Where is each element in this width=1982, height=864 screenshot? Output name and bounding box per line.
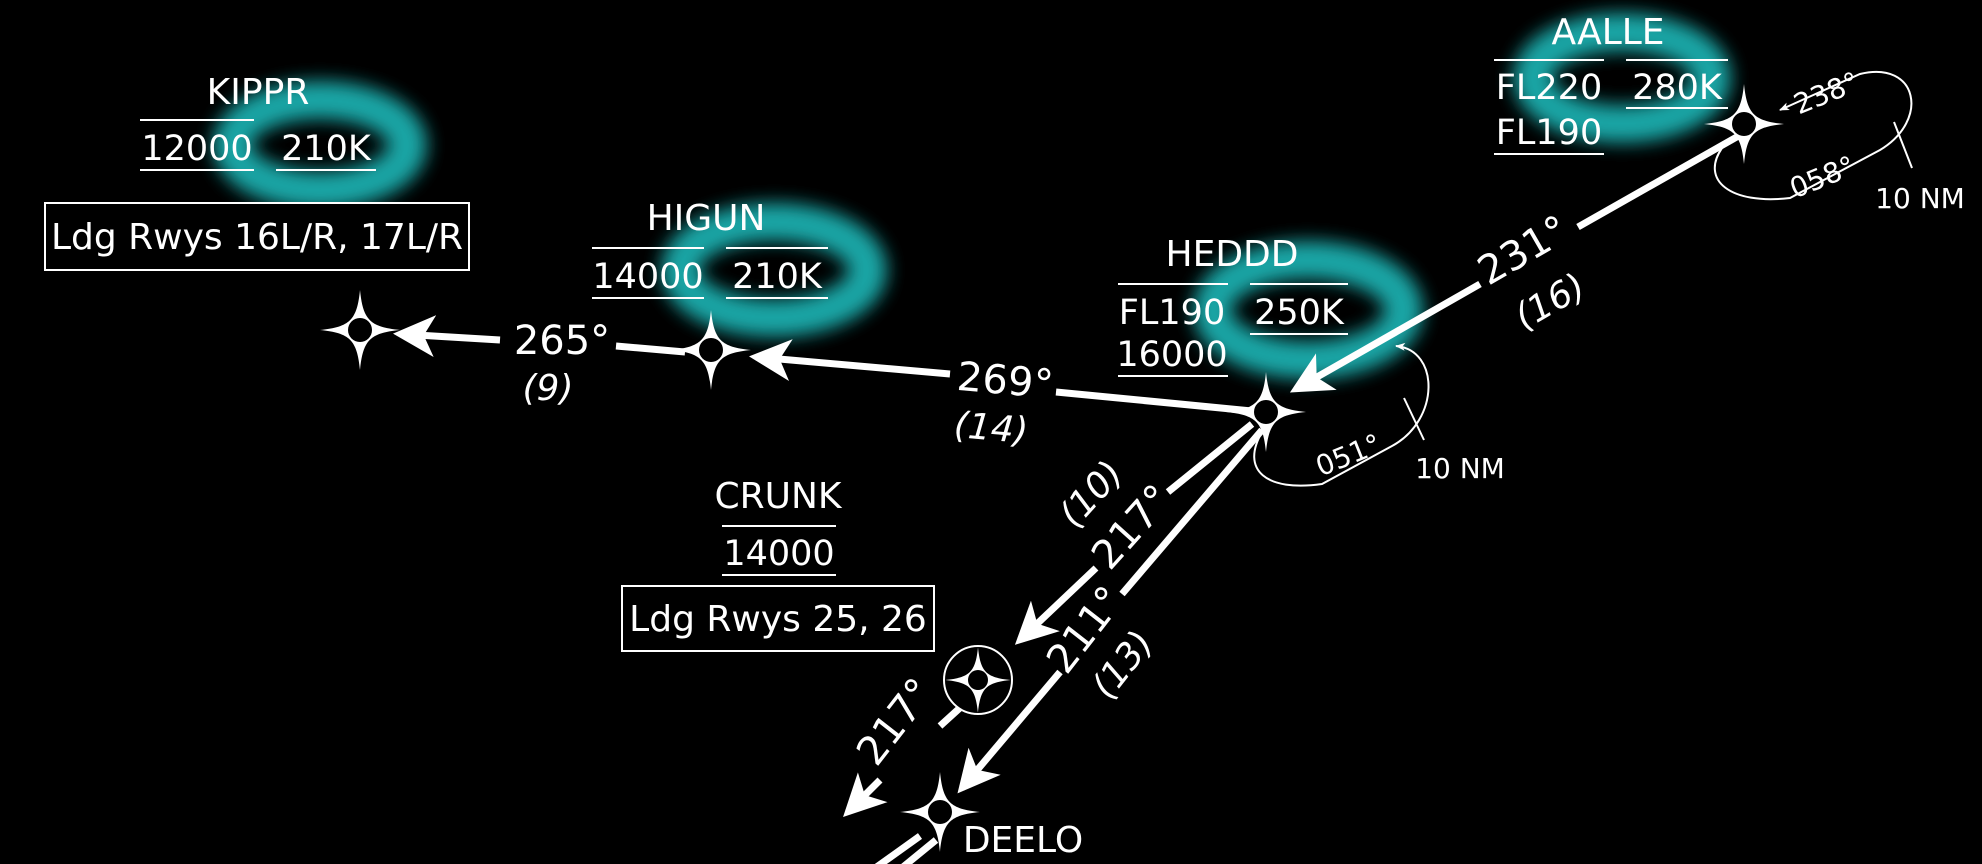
leg-higun-kippr-b [393,315,501,358]
hold-aalle-leg-length: 10 NM [1875,182,1965,215]
leg-crunk-out-a [937,703,965,729]
hold-aalle-outbound: 058° [1785,149,1860,205]
leg-heddd-higun-course: 269° [955,354,1055,408]
leg-aalle-heddd-b [1289,280,1482,393]
leg-higun-kippr-a [615,342,686,356]
waypoint-deelo-icon[interactable] [900,772,980,852]
waypoint-crunk-icon[interactable] [943,645,1013,715]
crunk-runway-box [621,585,935,652]
route-legs [393,130,1744,864]
hold-heddd [1253,342,1430,487]
leg-heddd-higun-distance: (14) [952,405,1029,452]
leg-heddd-higun-b [749,339,951,381]
hold-heddd-leg-tick [1403,397,1425,441]
leg-deelo-out [874,833,923,864]
waypoint-higun-icon[interactable] [671,310,751,390]
aalle-name: AALLE [1551,12,1664,53]
kippr-runway-note: Ldg Rwys 16L/R, 17L/R [51,217,463,258]
leg-heddd-deelo-b [957,669,1063,794]
leg-heddd-higun-a [1055,388,1263,416]
kippr-speed: 210K [281,129,372,169]
hold-aalle [1713,71,1913,201]
heddd-alt-bottom: 16000 [1116,335,1227,375]
hold-aalle-leg-tick [1893,121,1913,169]
kippr-name: KIPPR [207,72,310,113]
leg-higun-kippr-distance: (9) [523,368,574,409]
hold-aalle-inbound: 238° [1789,65,1864,121]
crunk-name: CRUNK [714,476,842,517]
leg-crunk-out-course: 217° [848,670,944,774]
kippr-alt: 12000 [141,129,252,169]
highlight-ring-higun [661,203,887,337]
waypoint-kippr-icon[interactable] [320,290,400,370]
leg-heddd-deelo-a [1119,427,1265,597]
heddd-alt-top: FL190 [1119,293,1225,333]
crunk-alt: 14000 [723,534,834,574]
heddd-speed: 250K [1254,293,1345,333]
hold-heddd-outline [1253,342,1430,487]
highlight-ring-kippr [213,81,427,209]
higun-name: HIGUN [647,198,766,239]
hold-aalle-outline [1713,71,1913,201]
leg-heddd-crunk-a [1165,421,1255,495]
leg-heddd-crunk-b [1014,565,1099,645]
waypoint-heddd-icon[interactable] [1226,372,1306,452]
leg-aalle-heddd-a [1576,130,1744,231]
higun-speed: 210K [732,257,823,297]
crunk-runway-note: Ldg Rwys 25, 26 [629,599,927,640]
leg-higun-kippr-course: 265° [514,318,610,364]
kippr-runway-box [44,202,470,271]
hold-heddd-outbound: 051° [1311,427,1386,483]
aalle-alt-top: FL220 [1496,68,1602,108]
aalle-speed: 280K [1632,68,1723,108]
deelo-name: DEELO [963,820,1083,861]
waypoint-aalle-icon[interactable] [1704,84,1784,164]
highlight-layer [213,13,1731,379]
leg-deelo-out-2 [901,837,939,864]
highlight-ring-aalle [1513,13,1731,143]
aalle-alt-bottom: FL190 [1496,113,1602,153]
leg-crunk-out-b [843,772,888,817]
higun-alt: 14000 [592,257,703,297]
heddd-name: HEDDD [1166,234,1299,275]
hold-heddd-leg-length: 10 NM [1415,452,1505,485]
